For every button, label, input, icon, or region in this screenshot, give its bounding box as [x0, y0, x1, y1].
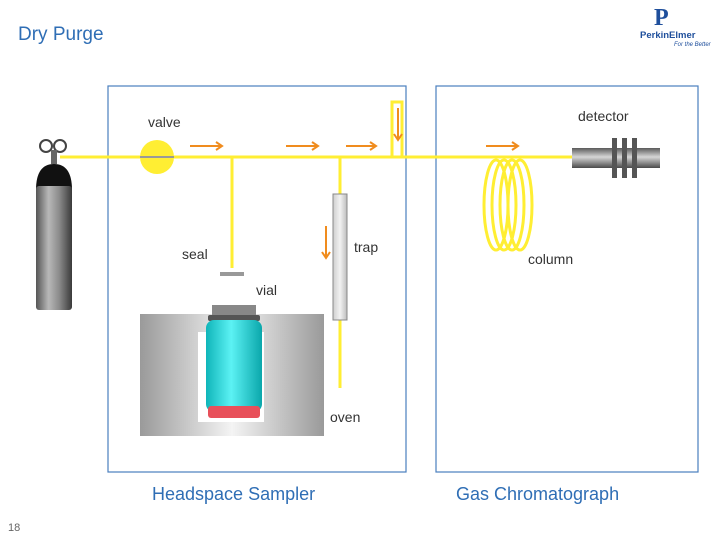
oven-label: oven: [330, 409, 360, 425]
valve-icon: [140, 140, 174, 174]
column-label: column: [528, 251, 573, 267]
flow-arrow-4: [486, 141, 520, 151]
detector-icon: [572, 138, 660, 178]
flow-arrow-1: [190, 141, 224, 151]
flow-arrow-vent: [393, 108, 403, 142]
vial-icon: [206, 305, 262, 418]
flow-arrows: [190, 108, 520, 260]
gas-chromatograph-box: [435, 85, 699, 473]
title-bar: Dry Purge P PerkinElmer For the Better: [0, 0, 728, 56]
detector-label: detector: [578, 108, 629, 124]
gas-cylinder-icon: [36, 139, 72, 310]
page-number: 18: [8, 522, 21, 534]
trap-label: trap: [354, 239, 378, 255]
headspace-sampler-caption: Headspace Sampler: [152, 484, 315, 504]
logo-tagline: For the Better: [674, 42, 711, 48]
logo-name: PerkinElmer: [640, 30, 696, 41]
seal-label: seal: [182, 246, 208, 262]
flow-arrow-3: [346, 141, 378, 151]
seal-icon: [220, 272, 244, 276]
vent-line: [390, 100, 404, 157]
perkinelmer-logo: P PerkinElmer For the Better: [638, 6, 718, 48]
flow-arrow-2: [286, 141, 320, 151]
flow-arrow-trap: [321, 226, 331, 260]
valve-label: valve: [148, 114, 181, 130]
vial-label: vial: [256, 282, 277, 298]
logo-mark-icon: P: [654, 5, 669, 31]
column-coil-icon: [482, 158, 534, 252]
headspace-sampler-box: [107, 85, 407, 473]
gas-chromatograph-caption: Gas Chromatograph: [456, 484, 619, 504]
trap-tube-icon: [332, 193, 348, 321]
slide-title: Dry Purge: [18, 24, 104, 45]
